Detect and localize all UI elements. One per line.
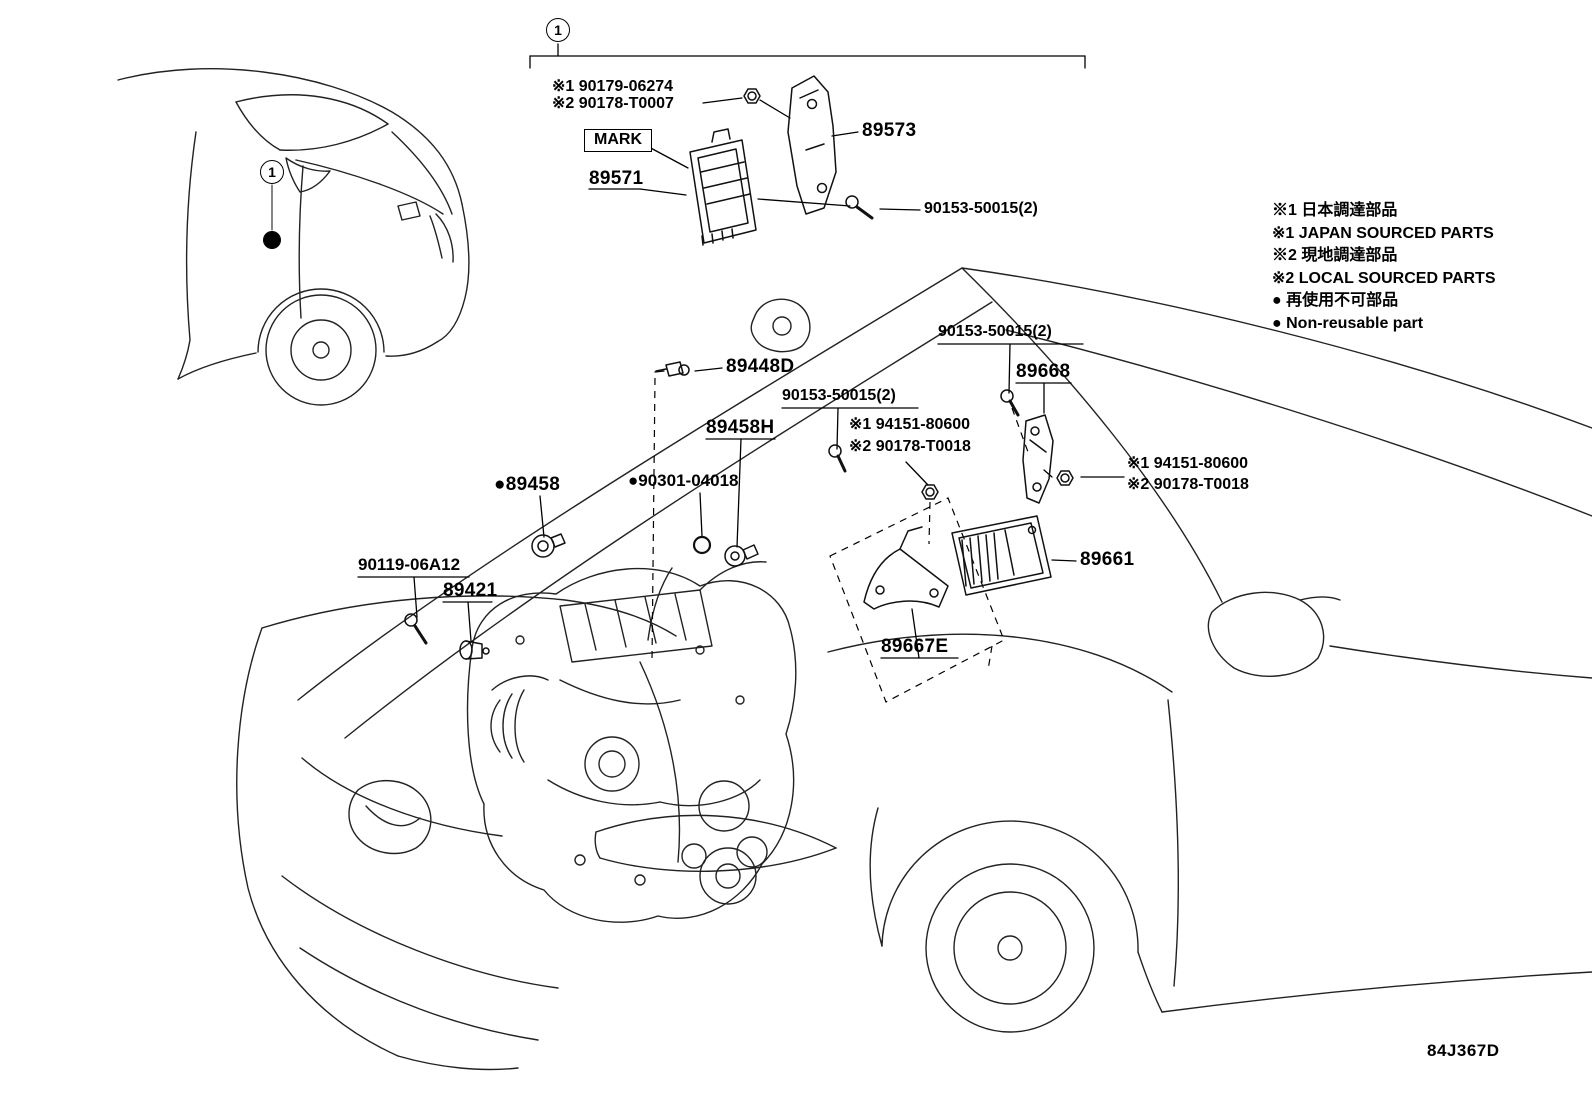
part-bracket-89668-drawing (1022, 414, 1054, 504)
diagram-code: 84J367D (1427, 1041, 1500, 1060)
legend-line-local-jp: ※2 現地調達部品 (1272, 247, 1398, 265)
part-label-90301-04018: ●90301-04018 (628, 471, 739, 490)
part-label-90179-06274: ※1 90179-06274 (552, 78, 674, 95)
part-label-90178-T0018-b: ※2 90178-T0018 (1127, 476, 1249, 493)
legend-line-nonreusable-en: ● Non-reusable part (1272, 314, 1424, 332)
leader-lines (357, 97, 1125, 659)
part-ecu-89661-drawing (951, 515, 1052, 596)
part-sensor-89421-drawing (459, 640, 490, 660)
part-oring-90301-drawing (692, 535, 712, 555)
part-nut-mid-drawing (921, 484, 939, 500)
part-bracket-89667e-drawing (863, 526, 949, 610)
part-label-90119-06A12: 90119-06A12 (358, 555, 461, 574)
front-car-drawing (236, 267, 1592, 1071)
part-bracket-89573-drawing (787, 75, 837, 215)
part-label-89421: 89421 (443, 580, 498, 601)
legend-line-japan-en: ※1 JAPAN SOURCED PARTS (1272, 224, 1494, 242)
part-sensor-89448d-drawing (655, 361, 690, 377)
part-label-94151-80600-b: ※1 94151-80600 (1127, 455, 1249, 472)
part-label-90153-50015-b: 90153-50015(2) (938, 323, 1052, 340)
part-label-89448D: 89448D (726, 356, 795, 377)
part-label-89458H: 89458H (706, 417, 775, 438)
callout-group-1-number: 1 (554, 22, 562, 38)
part-label-89661: 89661 (1080, 549, 1135, 570)
part-label-90178-T0018-a: ※2 90178-T0018 (849, 438, 971, 455)
engine-drawing (466, 561, 797, 923)
callout-car-1-number: 1 (268, 164, 276, 180)
part-label-89667E: 89667E (881, 636, 949, 657)
rear-car-drawing (117, 68, 470, 406)
part-sensor-89458-drawing (531, 533, 566, 558)
legend-line-japan-jp: ※1 日本調達部品 (1272, 202, 1398, 219)
callout-car-1: 1 (260, 160, 284, 184)
part-label-90153-50015-c: 90153-50015(2) (782, 387, 896, 404)
part-ecu-89571-drawing (689, 128, 757, 246)
part-sensor-89458h-drawing (724, 544, 759, 567)
part-bolt-b-drawing (828, 444, 847, 473)
mark-box: MARK (584, 129, 652, 152)
part-label-89668: 89668 (1016, 361, 1071, 382)
part-label-89571: 89571 (589, 168, 644, 189)
legend-line-local-en: ※2 LOCAL SOURCED PARTS (1272, 269, 1496, 287)
part-label-94151-80600-a: ※1 94151-80600 (849, 416, 971, 433)
part-label-90178-T0007: ※2 90178-T0007 (552, 95, 674, 112)
legend-line-nonreusable-jp: ● 再使用不可部品 (1272, 292, 1399, 310)
group-bracket (529, 43, 1086, 69)
part-label-89458: ●89458 (494, 474, 561, 495)
part-label-90153-50015-a: 90153-50015(2) (924, 200, 1038, 217)
part-bolt-a-drawing (845, 195, 874, 220)
part-label-89573: 89573 (862, 120, 917, 141)
part-nut-right-drawing (1056, 470, 1074, 486)
callout-group-1: 1 (546, 18, 570, 42)
marker-dot (263, 231, 281, 249)
mark-label: MARK (594, 131, 642, 148)
part-bolt-90119-drawing (404, 613, 428, 645)
dashed-lines (651, 377, 1029, 703)
part-bolt-c-drawing (1000, 389, 1020, 417)
part-nut-top-drawing (743, 88, 761, 104)
legend: ※1 日本調達部品 ※1 JAPAN SOURCED PARTS ※2 現地調達… (1272, 200, 1496, 336)
